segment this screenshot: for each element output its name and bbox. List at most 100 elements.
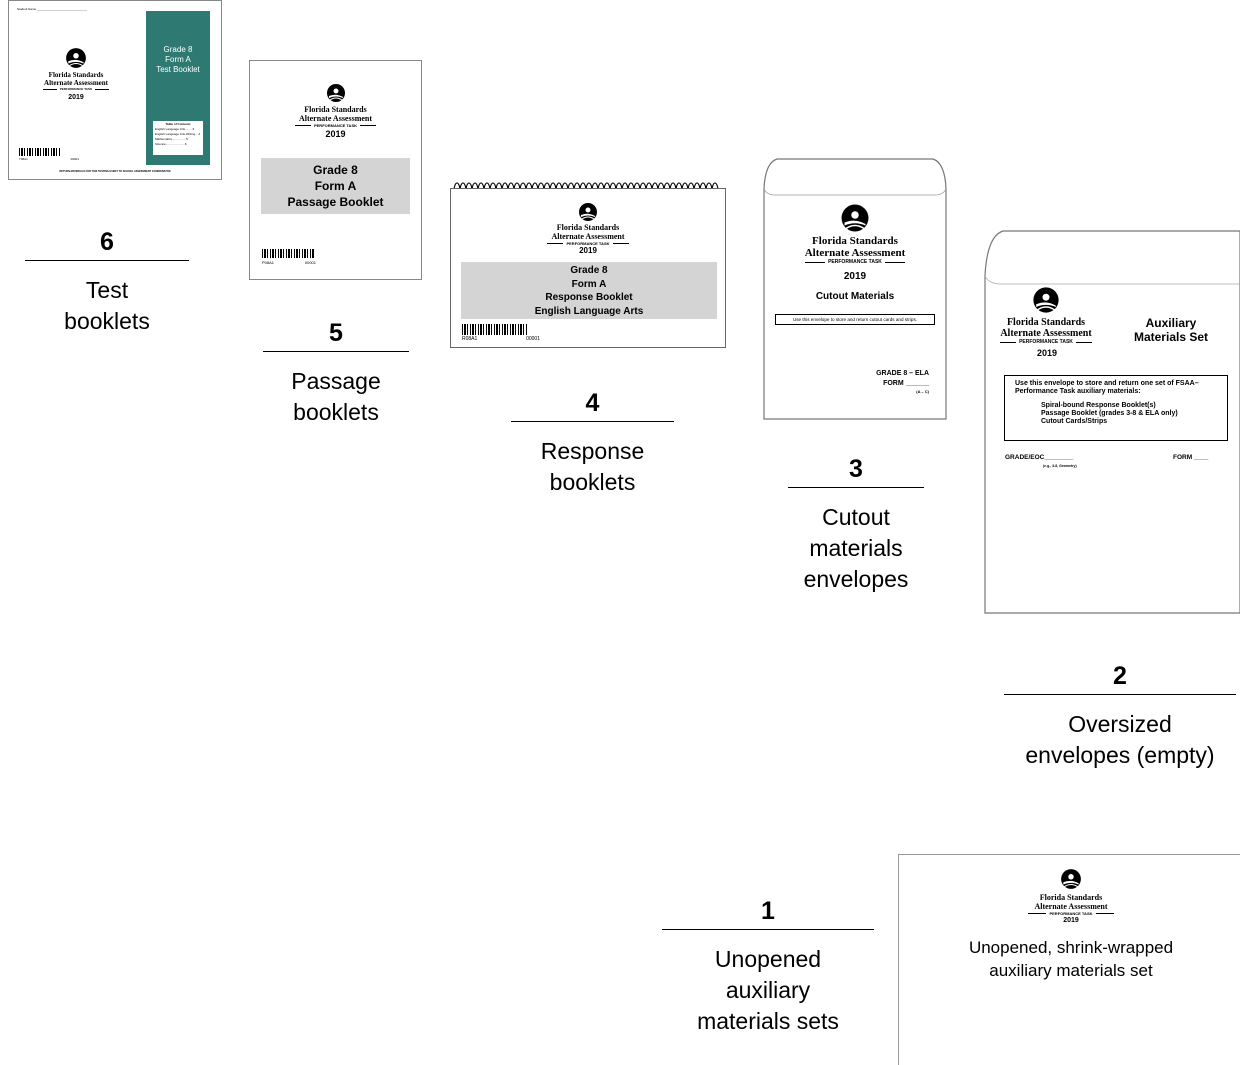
passage-booklet-image: Florida Standards Alternate Assessment P… <box>249 60 422 280</box>
response-label-panel: Grade 8 Form A Response Booklet English … <box>461 262 717 319</box>
oversized-form-label: FORM ____ <box>1173 454 1209 461</box>
year-label: 2019 <box>1063 917 1079 924</box>
performance-task-label: PERFORMANCE TASK <box>566 241 610 246</box>
fsaa-logo-icon <box>66 48 86 68</box>
cutout-envelope-image: Florida Standards Alternate Assessment P… <box>763 157 947 420</box>
org-line2: Alternate Assessment <box>44 79 108 87</box>
org-line1: Florida Standards <box>1039 893 1103 902</box>
response-grade: Grade 8 <box>570 265 608 276</box>
step-caption-line: Oversized <box>1068 711 1172 737</box>
fsaa-logo-icon <box>1061 869 1081 889</box>
oversized-instruction-item: Cutout Cards/Strips <box>1041 418 1108 425</box>
table-of-contents: Table of Contents English Language Arts.… <box>153 121 203 155</box>
toc-item: English Language Arts.........3 <box>155 127 195 131</box>
response-booklet-image: Florida Standards Alternate Assessment P… <box>450 178 726 348</box>
org-line2: Alternate Assessment <box>1034 902 1108 911</box>
response-form: Form A <box>571 278 607 290</box>
performance-task-label: PERFORMANCE TASK <box>1019 339 1073 345</box>
shrink-wrapped-caption-line2: auxiliary materials set <box>989 961 1153 980</box>
step-number: 2 <box>1113 662 1127 690</box>
step-caption-line: Unopened <box>714 946 822 972</box>
step-caption-line: auxiliary <box>725 977 811 1003</box>
org-line1: Florida Standards <box>1006 317 1086 328</box>
cutout-title: Cutout Materials <box>815 291 895 302</box>
barcode-id: R08A1 <box>462 336 478 342</box>
toc-title: Table of Contents <box>165 122 191 126</box>
step-caption-line: booklets <box>549 469 636 495</box>
toc-item: Mathematics.................5 <box>155 137 188 141</box>
step-caption-line: Test <box>85 277 129 303</box>
fsaa-logo-icon <box>326 84 345 102</box>
performance-task-label: PERFORMANCE TASK <box>59 87 93 91</box>
test-booklet-image: Student Name ___________________________… <box>8 0 222 180</box>
barcode-number: 00001 <box>526 336 540 342</box>
year-label: 2019 <box>68 94 84 101</box>
step-2: 2 Oversized envelopes (empty) <box>1004 661 1236 771</box>
toc-item: English Language Arts Writing....4 <box>155 132 201 136</box>
year-label: 2019 <box>325 129 346 139</box>
step-caption-line: Passage <box>291 368 381 394</box>
oversized-envelope-image: Florida Standards Alternate Assessment P… <box>983 228 1240 614</box>
barcode-number: 00001 <box>70 157 79 161</box>
performance-task-label: PERFORMANCE TASK <box>313 123 358 128</box>
year-label: 2019 <box>843 271 867 282</box>
teal-cover-panel: Grade 8 Form A Test Booklet Table of Con… <box>146 11 210 165</box>
step-caption-line: materials sets <box>697 1008 839 1034</box>
shrink-wrapped-caption-line1: Unopened, shrink-wrapped <box>968 938 1174 957</box>
org-line2: Alternate Assessment <box>551 232 625 241</box>
org-line2: Alternate Assessment <box>1000 328 1092 339</box>
cutout-form-hint: (A – C) <box>916 389 929 394</box>
performance-task-label: PERFORMANCE TASK <box>828 259 882 265</box>
barcode <box>462 324 528 335</box>
step-number: 3 <box>849 455 863 483</box>
step-6: 6 Test booklets <box>25 227 189 337</box>
oversized-instruction-head: Use this envelope to store and return on… <box>1015 380 1199 395</box>
step-caption-line: Response <box>540 438 645 464</box>
barcode-id: P08A1 <box>262 260 275 265</box>
step-divider <box>263 351 409 352</box>
step-caption-line: materials <box>809 535 903 561</box>
step-caption-line: envelopes <box>803 566 909 592</box>
fsaa-logo-icon <box>841 204 869 232</box>
cutout-form-line: FORM ______ <box>883 380 929 387</box>
step-caption-line: booklets <box>64 308 150 334</box>
step-4: 4 Response booklets <box>511 388 674 498</box>
step-number: 4 <box>585 389 600 417</box>
oversized-grade-hint: (e.g., 3-8, Geometry) <box>1043 464 1077 468</box>
cutout-grade-line: GRADE 8 – ELA <box>876 370 929 377</box>
barcode-id: T08A1 <box>19 157 28 161</box>
passage-title: Passage Booklet <box>287 195 384 209</box>
oversized-instruction-item: Passage Booklet (grades 3-8 & ELA only) <box>1041 410 1178 417</box>
spiral-binding-icon <box>453 182 719 193</box>
org-line1: Florida Standards <box>48 71 104 79</box>
step-divider <box>511 421 674 422</box>
student-name-line: Student Name ___________________________… <box>17 7 88 11</box>
step-number: 6 <box>100 228 114 256</box>
step-number: 5 <box>329 319 343 347</box>
oversized-instruction-item: Spiral-bound Response Booklet(s) <box>1041 402 1156 409</box>
step-caption-line: envelopes (empty) <box>1025 742 1215 768</box>
response-subject: English Language Arts <box>534 305 644 317</box>
step-divider <box>1004 694 1236 695</box>
org-line2: Alternate Assessment <box>804 247 906 259</box>
step-divider <box>25 260 189 261</box>
oversized-instruction-box: Use this envelope to store and return on… <box>1004 375 1228 441</box>
test-booklet-grade: Grade 8 <box>163 45 193 54</box>
org-line1: Florida Standards <box>812 235 898 247</box>
envelope-flap-icon <box>763 158 947 420</box>
org-line2: Alternate Assessment <box>298 114 373 123</box>
fsaa-logo-icon <box>579 203 597 221</box>
oversized-title-line1: Auxiliary <box>1145 316 1197 330</box>
passage-label-panel: Grade 8 Form A Passage Booklet <box>261 158 410 214</box>
oversized-title-line2: Materials Set <box>1133 330 1209 344</box>
step-divider <box>788 487 924 488</box>
year-label: 2019 <box>1037 348 1058 358</box>
barcode <box>262 249 314 258</box>
org-line1: Florida Standards <box>304 105 367 114</box>
test-booklet-form: Form A <box>165 55 191 64</box>
barcode <box>19 148 61 156</box>
year-label: 2019 <box>579 246 597 255</box>
barcode-number: 00001 <box>304 260 316 265</box>
